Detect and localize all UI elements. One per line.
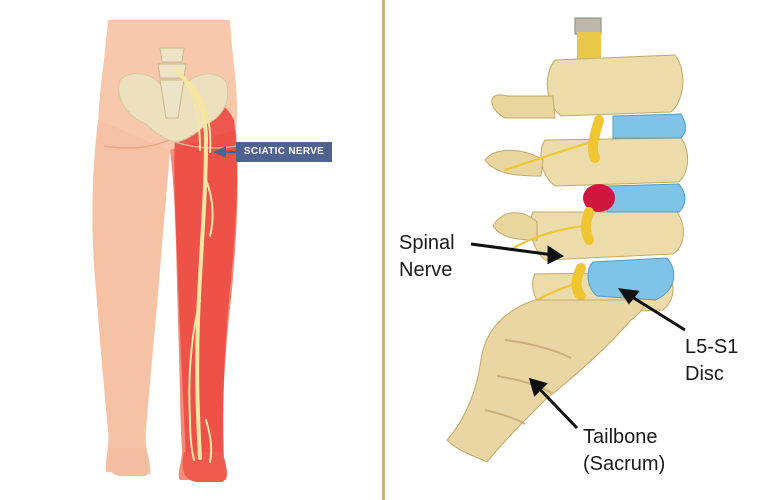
sciatic-nerve-illustration: SCIATIC NERVE bbox=[0, 0, 382, 500]
callout-arrows bbox=[470, 242, 686, 430]
panel-divider bbox=[382, 0, 385, 500]
disc-label: L5-S1 Disc bbox=[685, 334, 738, 388]
sciatic-nerve bbox=[174, 68, 214, 463]
spine-side-view bbox=[446, 17, 688, 463]
disc-l3-l4 bbox=[606, 183, 686, 213]
lumbar-spine-illustration: Spinal Nerve L5-S1 Disc Tailbone (Sacrum… bbox=[385, 0, 768, 500]
right-foot bbox=[182, 452, 227, 482]
legs-back-view bbox=[92, 20, 238, 482]
spinal-nerve-label-line1: Spinal bbox=[399, 232, 455, 254]
disc-herniation bbox=[583, 184, 615, 212]
left-leg bbox=[92, 120, 170, 474]
label-pointer-arrow bbox=[214, 146, 226, 158]
vertebra-l3 bbox=[540, 137, 688, 187]
disc-upper bbox=[612, 113, 686, 139]
vertebra-upper bbox=[546, 54, 684, 117]
left-foot bbox=[106, 448, 150, 476]
tailbone-ridges bbox=[484, 339, 572, 425]
spinal-nerve-label-line2: Nerve bbox=[399, 259, 453, 281]
spinal-nerve-label: Spinal Nerve bbox=[399, 230, 455, 284]
sacrum bbox=[446, 299, 644, 463]
disc-label-line2: Disc bbox=[685, 363, 724, 385]
nerve-roots bbox=[504, 115, 604, 313]
tailbone-label-line1: Tailbone bbox=[583, 426, 658, 448]
disc-l5-s1 bbox=[587, 257, 675, 301]
tailbone-label-line2: (Sacrum) bbox=[583, 453, 666, 475]
sciatic-nerve-label: SCIATIC NERVE bbox=[236, 142, 332, 162]
spinal-cord-top bbox=[574, 17, 602, 35]
tailbone-label: Tailbone (Sacrum) bbox=[583, 424, 665, 478]
posterior-elements bbox=[484, 94, 556, 241]
disc-label-line1: L5-S1 bbox=[685, 336, 739, 358]
